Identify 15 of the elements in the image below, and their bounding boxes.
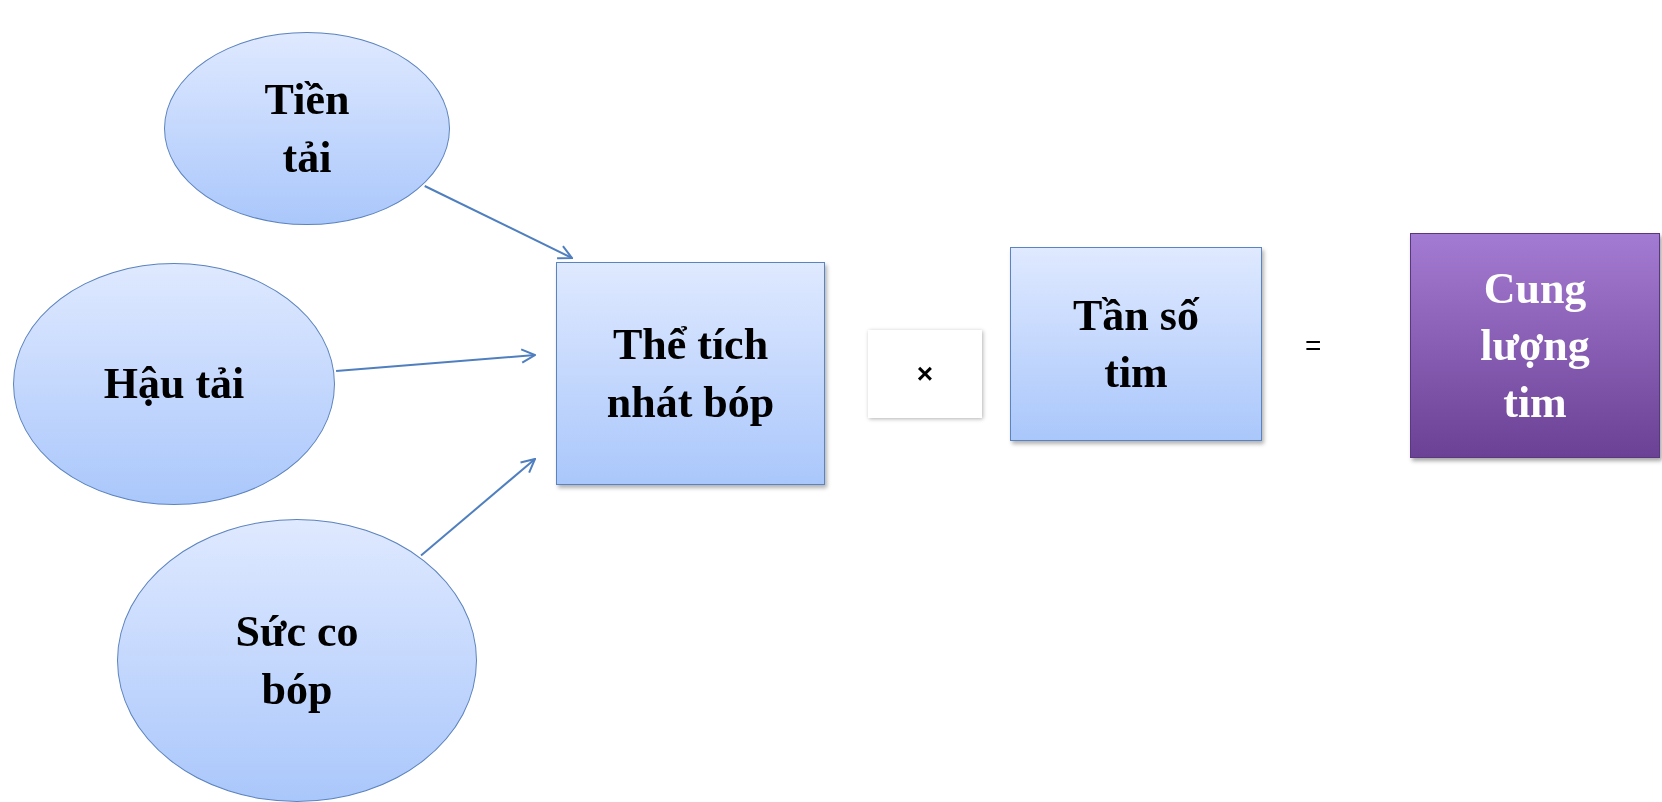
operator-sign: ×: [916, 358, 934, 390]
node-label: Hậu tải: [103, 358, 245, 411]
node-label: Tiền tải: [263, 74, 351, 184]
process-box: [1010, 247, 1262, 441]
node-label: Sức co bóp: [234, 606, 360, 716]
process-box: [556, 262, 825, 485]
arrow: [423, 185, 573, 260]
node-label: Tần số tim: [1072, 289, 1201, 399]
arrow: [335, 348, 536, 372]
node-label: Cung lượng tim: [1479, 262, 1591, 430]
operator-box: [868, 330, 982, 418]
arrow: [420, 458, 536, 557]
node-label: Thể tích nhát bóp: [605, 319, 776, 429]
result-box: [1410, 233, 1660, 458]
equals-sign: =: [1305, 330, 1322, 362]
